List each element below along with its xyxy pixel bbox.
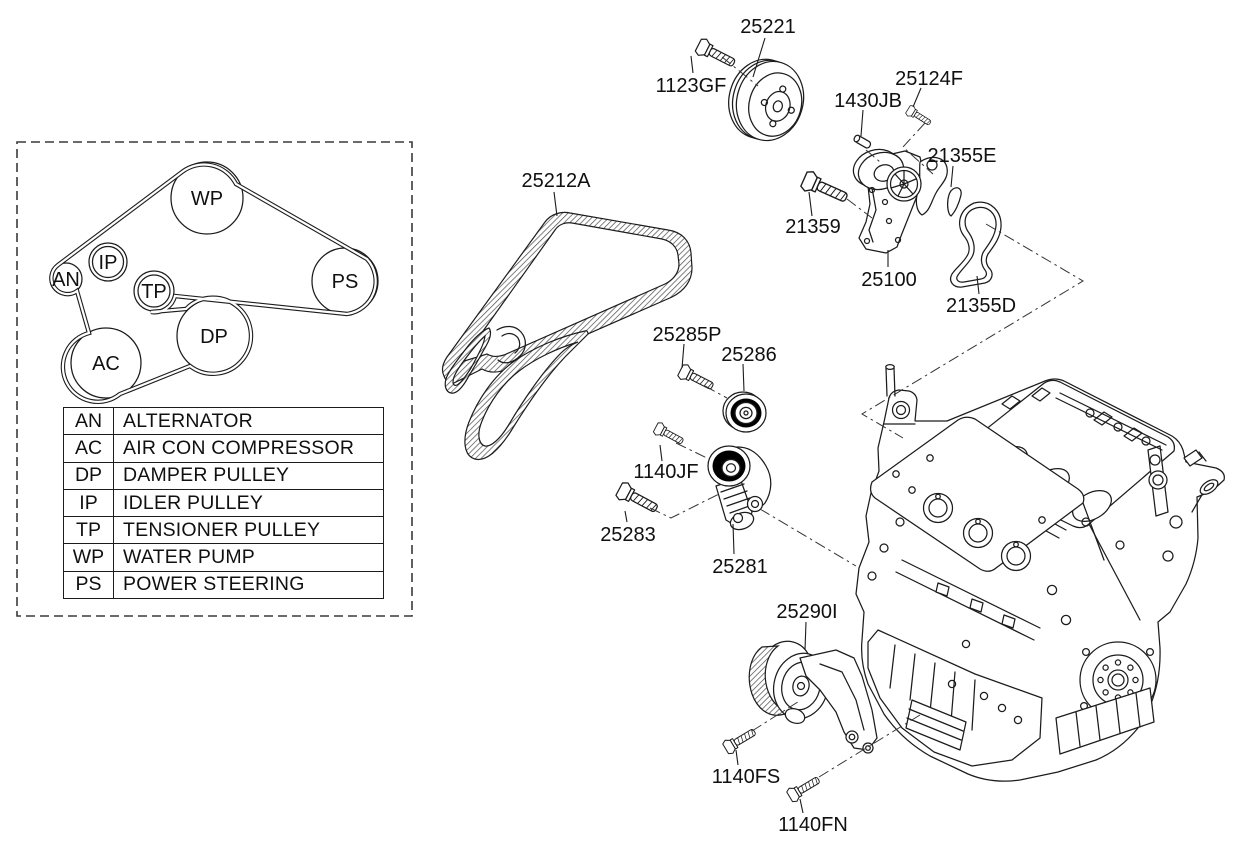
- legend-table-row: WP WATER PUMP: [63, 543, 384, 572]
- part-label-25286: 25286: [721, 344, 777, 366]
- legend-box: [16, 141, 413, 617]
- legend-abbr: TP: [63, 516, 114, 545]
- legend-table-row: AN ALTERNATOR: [63, 406, 384, 436]
- part-number-labels: 25221 1123GF 25124F 1430JB 21355E 21359 …: [522, 16, 1017, 836]
- legend-label-ps: PS: [332, 271, 359, 293]
- legend-desc: POWER STEERING: [113, 570, 384, 600]
- legend-table-row: PS POWER STEERING: [63, 570, 384, 600]
- part-label-21355d: 21355D: [946, 295, 1016, 317]
- part-label-25283: 25283: [600, 524, 656, 546]
- legend-abbr: IP: [63, 488, 114, 518]
- legend-label-wp: WP: [191, 188, 223, 210]
- legend-label-dp: DP: [200, 326, 228, 348]
- engine-assembly: [855, 363, 1225, 782]
- part-label-25290i: 25290I: [776, 601, 837, 623]
- legend-label-ip: IP: [99, 252, 118, 274]
- legend-pulley-circle-wp: [170, 161, 244, 235]
- part-label-1140fs: 1140FS: [712, 766, 781, 788]
- legend-table: AN ALTERNATOR AC AIR CON COMPRESSOR DP D…: [63, 406, 384, 600]
- pulley-25221: [728, 58, 805, 142]
- bolt-25124f: [904, 103, 934, 129]
- gasket-21355d: [949, 201, 1002, 288]
- legend-abbr: AC: [63, 434, 114, 463]
- idler-pulley-25286: [722, 391, 767, 433]
- part-label-25221: 25221: [740, 16, 796, 38]
- part-label-21359: 21359: [785, 216, 841, 238]
- water-pump-25100: [852, 148, 948, 254]
- pin-1430jb: [853, 134, 872, 149]
- legend-desc: AIR CON COMPRESSOR: [113, 434, 384, 463]
- legend-table-row: IP IDLER PULLEY: [63, 488, 384, 518]
- legend-table-row: AC AIR CON COMPRESSOR: [63, 434, 384, 463]
- legend-desc: DAMPER PULLEY: [113, 461, 384, 490]
- legend-label-tp: TP: [141, 281, 167, 303]
- bolt-1123gf: [693, 36, 739, 72]
- part-label-1123gf: 1123GF: [656, 75, 727, 97]
- part-label-25100: 25100: [861, 269, 917, 291]
- assembly-center-lines: [649, 56, 1084, 778]
- gasket-21355e: [947, 187, 962, 217]
- idler-assembly-25290i: [748, 640, 878, 754]
- part-label-1140jf: 1140JF: [633, 461, 698, 483]
- legend-label-an: AN: [52, 269, 80, 291]
- legend-label-ac: AC: [92, 353, 120, 375]
- bolt-1140fs: [721, 724, 759, 756]
- part-label-1140fn: 1140FN: [778, 814, 848, 836]
- legend-desc: ALTERNATOR: [113, 406, 384, 436]
- belt-tensioner-25281: [707, 445, 772, 531]
- bolt-25283: [614, 480, 662, 518]
- legend-desc: WATER PUMP: [113, 543, 384, 572]
- belt-routing-diagram: WP PS AN IP TP DP AC: [49, 161, 379, 405]
- part-label-25281: 25281: [712, 556, 768, 578]
- legend-abbr: AN: [63, 406, 114, 436]
- part-label-1430jb: 1430JB: [834, 90, 902, 112]
- part-label-25124f: 25124F: [895, 68, 963, 90]
- bolt-1140jf: [652, 420, 687, 449]
- legend-table-row: TP TENSIONER PULLEY: [63, 516, 384, 545]
- part-label-21355e: 21355E: [928, 145, 997, 167]
- legend-table-row: DP DAMPER PULLEY: [63, 461, 384, 490]
- bolt-21359: [799, 168, 852, 209]
- label-leader-lines: [553, 37, 980, 814]
- bolt-1140fn: [785, 772, 823, 804]
- part-label-25212a: 25212A: [522, 170, 592, 192]
- legend-desc: IDLER PULLEY: [113, 488, 384, 518]
- legend-desc: TENSIONER PULLEY: [113, 516, 384, 545]
- legend-abbr: PS: [63, 570, 114, 600]
- belt-25212a: [441, 211, 693, 461]
- part-label-25285p: 25285P: [653, 324, 722, 346]
- legend-abbr: WP: [63, 543, 114, 572]
- legend-abbr: DP: [63, 461, 114, 490]
- legend-pulley-circle-ac: [70, 327, 142, 399]
